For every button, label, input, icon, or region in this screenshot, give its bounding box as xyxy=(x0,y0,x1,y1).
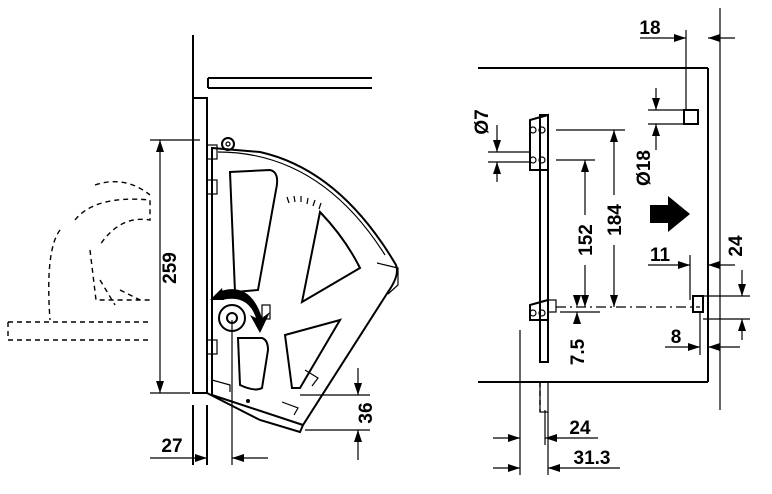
cutout-triangle xyxy=(300,209,362,304)
stop-block xyxy=(683,109,699,125)
cutout-lower xyxy=(283,318,343,389)
open-flap-arc-2 xyxy=(74,198,151,246)
detail-notch-3 xyxy=(211,379,231,392)
dim-24-bottom-label: 24 xyxy=(569,418,591,439)
open-flap-body xyxy=(89,249,150,301)
dim-24-right-label: 24 xyxy=(726,235,747,257)
mounting-rail xyxy=(539,114,549,363)
dim-18-dia-label: Ø18 xyxy=(634,150,655,186)
rail-bracket-bottom xyxy=(529,298,549,321)
cutout-left xyxy=(228,168,279,294)
slot-3 xyxy=(206,339,218,355)
rail-stud xyxy=(547,299,557,313)
hole-6 xyxy=(538,309,546,317)
lever-arm xyxy=(236,337,270,391)
rotation-arrow-icon xyxy=(218,289,270,333)
small-hole xyxy=(246,399,250,403)
open-flap-door xyxy=(7,321,150,341)
door-bottom-bevel xyxy=(206,392,304,434)
direction-arrow-icon xyxy=(650,196,690,232)
open-flap-detail xyxy=(99,279,141,306)
rotation-arrow-head xyxy=(210,288,224,300)
dim-36-label: 36 xyxy=(356,402,377,423)
hole-2 xyxy=(538,126,546,134)
dim-31-3-label: 31.3 xyxy=(574,448,611,469)
detail-notch-2 xyxy=(281,401,299,416)
dim-259-label: 259 xyxy=(160,252,181,284)
detail-notch-1 xyxy=(304,369,319,387)
dim-18-top-label: 18 xyxy=(639,18,660,39)
dim-7-5-label: 7.5 xyxy=(568,338,589,365)
hole-3 xyxy=(529,156,537,164)
dim-27-label: 27 xyxy=(161,436,182,457)
top-screw-center xyxy=(225,141,231,147)
slot-2 xyxy=(206,179,218,195)
dim-7-label: Ø7 xyxy=(472,109,493,134)
top-screw xyxy=(221,137,235,151)
open-flap-outer xyxy=(48,229,61,321)
dim-152-label: 152 xyxy=(576,224,597,256)
hole-4 xyxy=(538,156,546,164)
dim-11-label: 11 xyxy=(650,245,671,266)
dim-184-label: 184 xyxy=(605,204,626,236)
hole-1 xyxy=(529,126,537,134)
rail-bracket-top xyxy=(529,113,549,171)
front-view: 18 Ø7 Ø18 152 184 11 xyxy=(472,8,750,475)
open-flap-arc-1 xyxy=(94,181,151,196)
slot-1 xyxy=(206,144,218,160)
hinge-tip xyxy=(376,262,399,295)
rail-extension xyxy=(539,381,549,413)
scale-marks xyxy=(286,195,322,210)
detail-slot xyxy=(261,304,271,320)
side-view: 259 27 36 xyxy=(7,35,399,465)
door-panel xyxy=(192,97,208,394)
catch-part xyxy=(692,295,704,313)
hinge-arc-inner xyxy=(217,151,386,256)
hinge-plate xyxy=(211,146,398,427)
dim-8-label: 8 xyxy=(671,327,682,348)
hole-5 xyxy=(529,309,537,317)
